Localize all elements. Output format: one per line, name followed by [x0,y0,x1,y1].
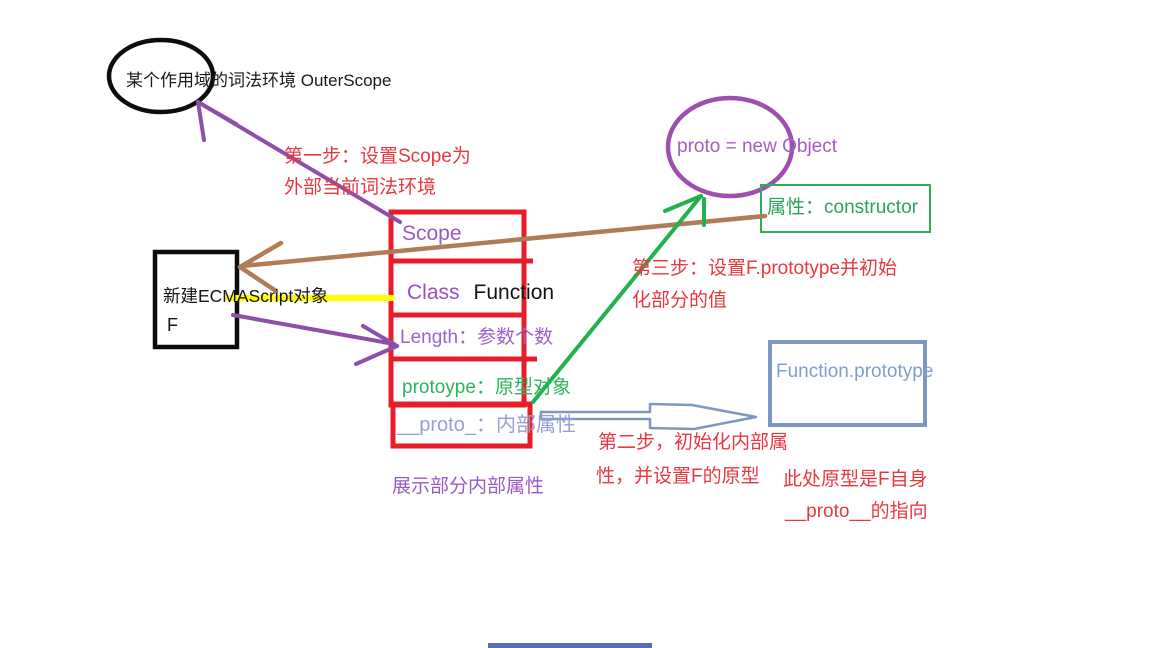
internal-props-note: 展示部分内部属性 [392,476,545,497]
constructor-label: 属性：constructor [767,197,918,218]
bottom-blue-bar [488,643,652,648]
table-row-scope: Scope [402,222,462,245]
class-key: Class [407,281,460,304]
proto-note-line2: __proto__的指向 [785,501,928,522]
table-row-class: Class Function [407,281,554,305]
proto-internal-arrow [539,402,758,431]
table-row-prototype: protoype：原型对象 [402,377,571,398]
outer-scope-label: 某个作用域的词法环境 OuterScope [126,71,392,90]
outer-scope-ellipse [106,37,216,115]
function-prototype-box [768,340,927,427]
proto-object-ellipse [665,95,795,199]
table-row-proto-internal: __proto_：内部属性 [397,414,576,436]
table-row-length: Length：参数个数 [400,327,554,348]
step1-arrow [196,100,402,224]
step1-note-line2: 外部当前词法环境 [284,177,437,198]
prototype-arrow [531,194,706,404]
proto-note-line1: 此处原型是F自身 [783,469,928,490]
f-object-label: 新建ECMAScript对象 [163,286,329,306]
step3-note-line2: 化部分的值 [632,290,728,311]
constructor-box [760,184,931,233]
step2-note-line2: 性，并设置F的原型 [596,466,760,487]
class-value: Function [473,281,555,304]
length-arrow [231,313,399,366]
f-object-name: F [167,315,178,335]
proto-object-label: proto = new Object [677,136,838,157]
proto-internal-cell [390,401,533,449]
function-prototype-label: Function.prototype [776,361,934,382]
ecma-object-table [388,209,537,449]
step3-note-line1: 第三步：设置F.prototype并初始 [632,258,897,279]
step2-note-line1: 第二步，初始化内部属 [598,432,789,453]
step1-note-line1: 第一步：设置Scope为 [284,146,471,167]
